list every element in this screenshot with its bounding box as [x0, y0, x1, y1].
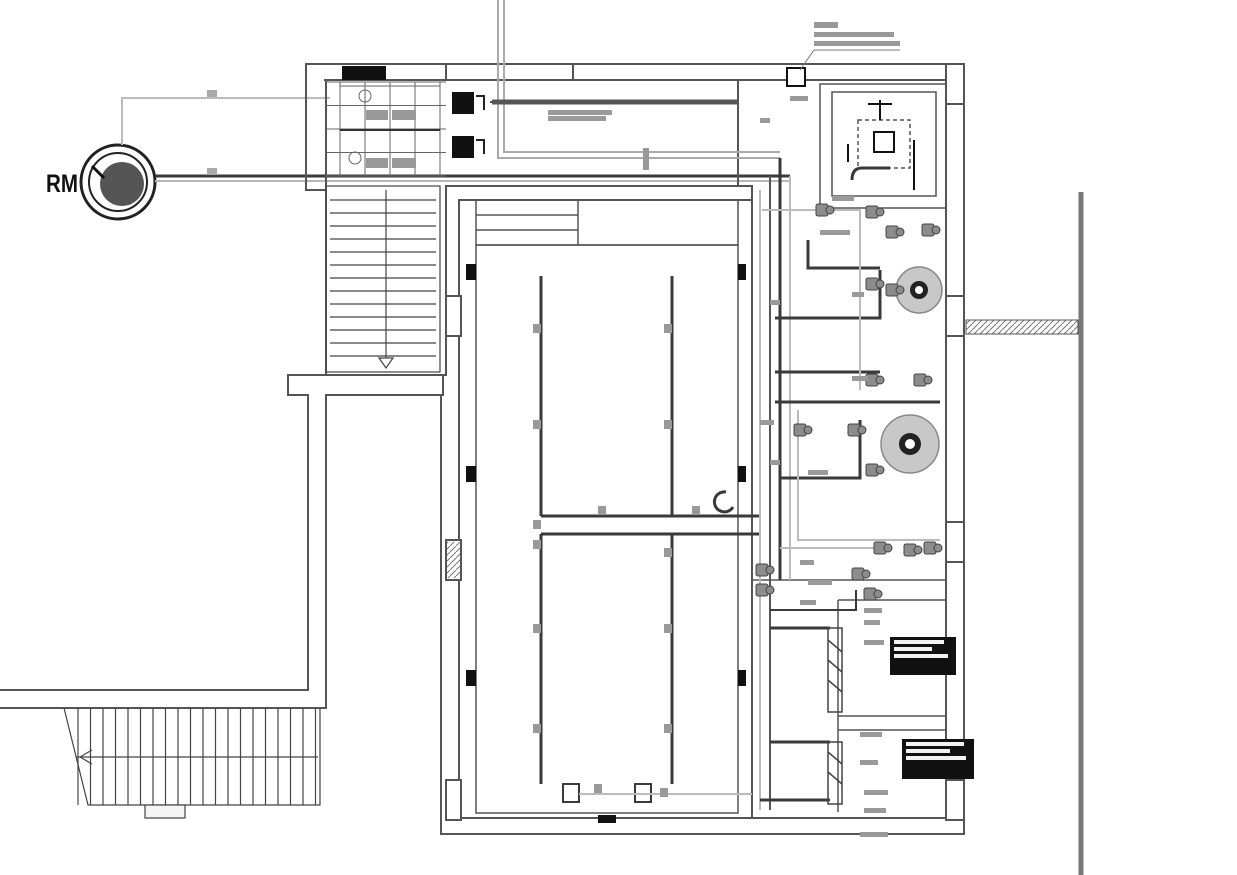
exterior-stair [63, 707, 321, 819]
pump-1 [895, 266, 943, 314]
pipe-tag [594, 784, 602, 793]
valve-handle [875, 207, 885, 217]
valve-handle [933, 543, 943, 553]
redacted-note-block-2 [902, 739, 974, 779]
valve-handle [895, 227, 905, 237]
wall-stipple [447, 542, 460, 578]
pipe-tag [664, 548, 672, 557]
pipe-tag [533, 324, 541, 333]
supply-pipes [121, 90, 790, 182]
valve-handle [875, 375, 885, 385]
annotation-bar [548, 110, 612, 115]
valve-clusters [755, 203, 943, 601]
exterior-wall-right [965, 192, 1084, 875]
valve-handle [765, 585, 775, 595]
pipe-tag [664, 420, 672, 429]
meter-label: RM [46, 170, 78, 198]
pipe-tag [692, 506, 700, 515]
lower-valve-column [827, 627, 843, 805]
annotation-bar [860, 732, 882, 737]
annotation-bar [864, 808, 886, 813]
pipe-tag [664, 624, 672, 633]
annotation-bar [770, 300, 780, 305]
annotation-bar [820, 230, 850, 235]
valve-handle [931, 225, 941, 235]
pipe-tag [664, 724, 672, 733]
valve-handle [875, 279, 885, 289]
annotation-bar [760, 118, 770, 123]
annotation-bar [790, 96, 808, 101]
valve-handle [857, 425, 867, 435]
valve-handle [825, 205, 835, 215]
interior-stair [325, 185, 441, 373]
valve-handle [913, 545, 923, 555]
pump-piping [759, 100, 940, 810]
pipe-tag [533, 540, 541, 549]
pump-2 [880, 414, 940, 474]
annotation-bar [770, 460, 780, 465]
tank-room [466, 199, 746, 823]
annotation-bar [832, 196, 854, 201]
riser-pipes [490, 0, 780, 170]
annotation-bar [864, 620, 880, 625]
pipe-tag [533, 520, 541, 529]
valve-handle [923, 375, 933, 385]
annotation-bar [860, 760, 878, 765]
annotation-bar [860, 832, 888, 837]
pipe-tag [598, 506, 606, 515]
pipe-tag [533, 624, 541, 633]
annotation-bar [852, 376, 868, 381]
top-note [799, 22, 900, 71]
valve-handle [861, 569, 871, 579]
valve-handle [883, 543, 893, 553]
annotation-bar [800, 600, 816, 605]
annotation-bar [852, 292, 864, 297]
main-building-walls [305, 63, 965, 835]
annotation-bar [864, 608, 882, 613]
annotation-bar [760, 420, 774, 425]
annotation-bar [808, 470, 828, 475]
pipe-tag [533, 724, 541, 733]
annotation-text [548, 96, 888, 837]
pipe-tag [664, 324, 672, 333]
valve-handle [803, 425, 813, 435]
annotation-bar [808, 580, 832, 585]
tank-piping [533, 276, 760, 803]
water-meter [79, 143, 157, 221]
pipe-tag [533, 420, 541, 429]
valve-handle [895, 285, 905, 295]
annotation-bar [548, 116, 606, 121]
annotation-bar [864, 790, 888, 795]
washroom-grid [326, 66, 485, 177]
valve-handle [875, 465, 885, 475]
pump-room [752, 67, 947, 812]
annotation-bar [864, 640, 884, 645]
pipe-tag [660, 788, 668, 797]
valve-handle [765, 565, 775, 575]
redacted-note-block-1 [890, 637, 956, 675]
left-building-outline [0, 374, 443, 709]
valve-handle [873, 589, 883, 599]
annotation-bar [800, 560, 814, 565]
